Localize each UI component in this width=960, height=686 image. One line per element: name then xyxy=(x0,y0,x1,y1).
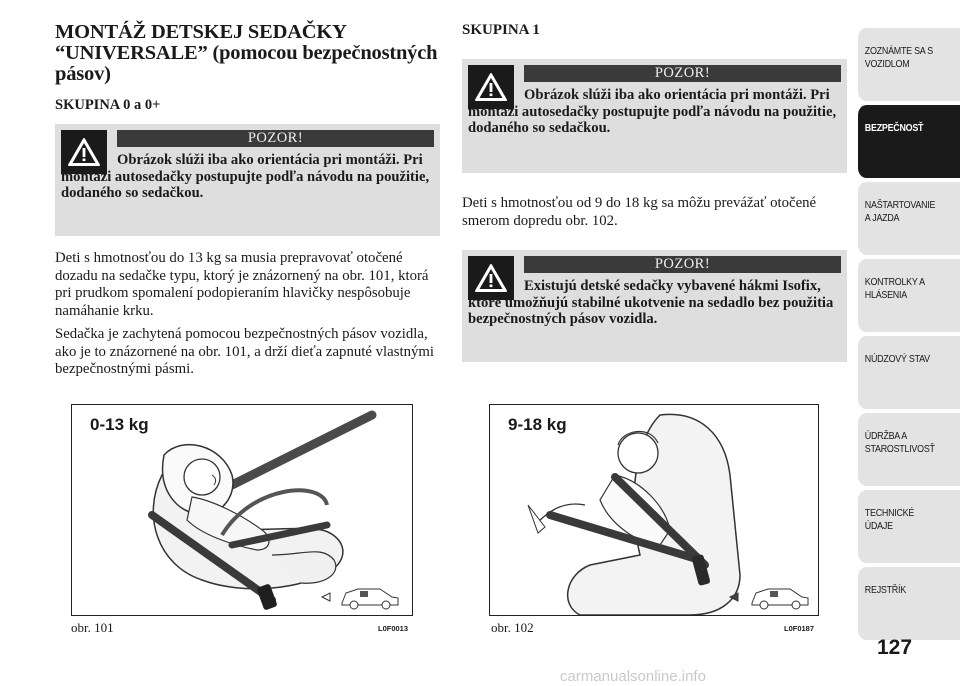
figure-code: L0F0013 xyxy=(378,624,409,633)
group-0-title: SKUPINA 0 a 0+ xyxy=(55,97,161,113)
page-number: 127 xyxy=(877,636,913,659)
warning-box: POZOR! Obrázok slúži iba ako orientácia … xyxy=(55,124,440,236)
figure-101: 0-13 kg xyxy=(71,404,413,616)
figure-102: 9-18 kg xyxy=(489,404,819,616)
warning-heading: POZOR! xyxy=(117,130,434,147)
tab-introduction[interactable]: ZOZNÁMTE SA S VOZIDLOM xyxy=(858,28,960,101)
warning-icon xyxy=(468,65,514,109)
car-icon xyxy=(341,588,399,610)
paragraph: Deti s hmotnosťou do 13 kg sa musia prep… xyxy=(55,250,429,319)
group-1-title: SKUPINA 1 xyxy=(462,22,540,38)
right-column: SKUPINA 1 POZOR! Obrázok slúži iba ako o… xyxy=(462,22,847,362)
weight-label: 9-18 kg xyxy=(508,415,567,434)
paragraph: Sedačka je zachytená pomocou bezpečnostn… xyxy=(55,326,434,377)
left-column: MONTÁŽ DETSKEJ SEDAČKY “UNIVERSALE” (pom… xyxy=(55,22,440,379)
section-title: MONTÁŽ DETSKEJ SEDAČKY “UNIVERSALE” (pom… xyxy=(55,21,438,85)
warning-text: Obrázok slúži iba ako orientácia pri mon… xyxy=(61,152,430,201)
tab-maintenance[interactable]: ÚDRŽBA A STAROSTLIVOSŤ xyxy=(858,413,960,486)
warning-heading: POZOR! xyxy=(524,65,841,82)
warning-text: Existujú detské sedačky vybavené hákmi I… xyxy=(468,278,834,327)
tab-emergency[interactable]: NÚDZOVÝ STAV xyxy=(858,336,960,409)
warning-icon xyxy=(468,256,514,300)
watermark: carmanualsonline.info xyxy=(560,668,706,685)
tab-index[interactable]: REJSTŘÍK xyxy=(858,567,960,640)
weight-label: 0-13 kg xyxy=(90,415,149,434)
car-icon xyxy=(751,588,809,610)
tab-technical-data[interactable]: TECHNICKÉ ÚDAJE xyxy=(858,490,960,563)
tab-safety[interactable]: BEZPEČNOSŤ xyxy=(858,105,960,178)
infant-seat-illustration xyxy=(148,410,399,610)
paragraph: Deti s hmotnosťou od 9 do 18 kg sa môžu … xyxy=(462,195,817,229)
figure-code: L0F0187 xyxy=(784,624,815,633)
figure-caption: obr. 102 xyxy=(491,620,534,635)
tab-warning-lights[interactable]: KONTROLKY A HLÁSENIA xyxy=(858,259,960,332)
warning-heading: POZOR! xyxy=(524,256,841,273)
warning-box: POZOR! Obrázok slúži iba ako orientácia … xyxy=(462,59,847,173)
warning-icon xyxy=(61,130,107,174)
figure-caption: obr. 101 xyxy=(71,620,114,635)
chapter-tabs: ZOZNÁMTE SA S VOZIDLOM BEZPEČNOSŤ NAŠTAR… xyxy=(858,28,960,644)
warning-box: POZOR! Existujú detské sedačky vybavené … xyxy=(462,250,847,362)
child-seat-illustration xyxy=(527,413,809,615)
tab-starting-driving[interactable]: NAŠTARTOVANIE A JAZDA xyxy=(858,182,960,255)
warning-text: Obrázok slúži iba ako orientácia pri mon… xyxy=(468,87,837,136)
